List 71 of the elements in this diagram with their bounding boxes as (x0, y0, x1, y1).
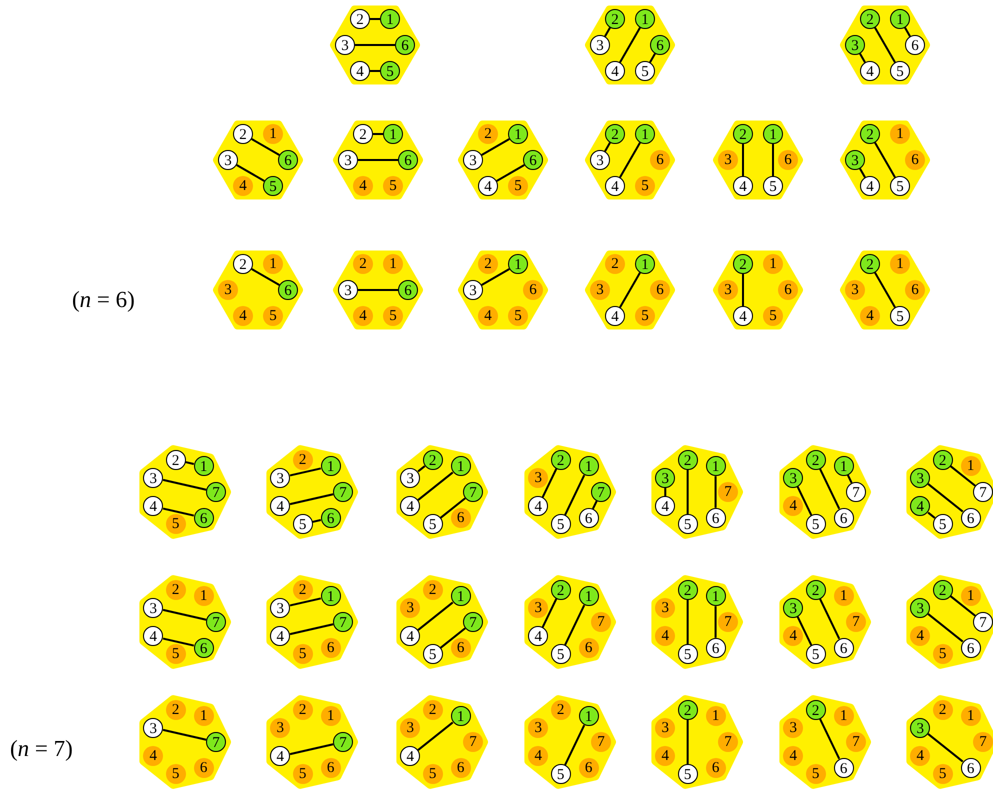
case-label: (n = 7) (10, 736, 73, 762)
chord-line (290, 623, 334, 636)
chord-line (819, 598, 840, 640)
chord-line (874, 272, 896, 308)
chord-line (796, 616, 812, 646)
chord-line (417, 472, 454, 501)
chord-line (904, 27, 911, 37)
chord-line (796, 486, 812, 516)
chord-line (290, 743, 334, 756)
chord-line (714, 606, 717, 638)
chord-line (772, 144, 774, 176)
chord-line (162, 508, 194, 517)
chord-line (742, 274, 744, 306)
chord-line (373, 133, 383, 136)
chord-line (619, 272, 641, 308)
chord-line (564, 604, 586, 646)
chord-line (619, 142, 641, 178)
chord-line (185, 461, 194, 465)
chord-line (819, 718, 840, 760)
chord-line (358, 159, 398, 161)
chord-line (714, 476, 717, 508)
chord-line (859, 168, 866, 178)
chord-line (370, 70, 380, 72)
chord-line (742, 144, 744, 176)
chord-line (355, 44, 395, 46)
chord-line (950, 595, 976, 617)
chord-line (604, 142, 611, 152)
chord-line (819, 468, 840, 510)
chord-line (417, 722, 454, 751)
chord-line (874, 142, 896, 178)
chord-line (358, 289, 398, 291)
chord-line (236, 164, 265, 182)
chord-line (312, 519, 322, 523)
chord-line (847, 474, 853, 484)
chord-line (251, 138, 280, 156)
chord-line (542, 598, 558, 628)
chord-line (440, 497, 466, 519)
chord-line (162, 608, 206, 621)
chord-line (417, 602, 454, 631)
chord-line (481, 138, 510, 156)
chord-line (370, 18, 380, 20)
chord-line (251, 268, 280, 286)
chord-line (927, 733, 964, 762)
case-label: (n = 6) (72, 287, 135, 313)
chord-line (564, 474, 586, 516)
chord-line (686, 720, 689, 764)
chord-line (564, 724, 586, 766)
chord-line (686, 600, 689, 644)
chord-line (162, 478, 206, 491)
chord-line (592, 500, 598, 510)
chord-line (927, 512, 936, 519)
chord-line (162, 728, 206, 741)
chord-line (686, 470, 689, 514)
chord-line (290, 493, 334, 506)
chord-line (927, 613, 964, 642)
chord-line (619, 27, 641, 63)
chord-line (664, 488, 666, 496)
chord-line (859, 53, 866, 63)
chord-line (481, 268, 510, 286)
chord-line (950, 465, 976, 487)
chord-line (162, 638, 194, 647)
chord-line (440, 627, 466, 649)
chord-line (496, 164, 525, 182)
chord-line (290, 467, 322, 476)
chord-line (874, 27, 896, 63)
chord-line (290, 597, 322, 606)
chord-line (417, 465, 426, 472)
chord-line (927, 483, 964, 512)
chord-line (649, 53, 656, 63)
chord-line (604, 27, 611, 37)
chord-line (542, 468, 558, 498)
